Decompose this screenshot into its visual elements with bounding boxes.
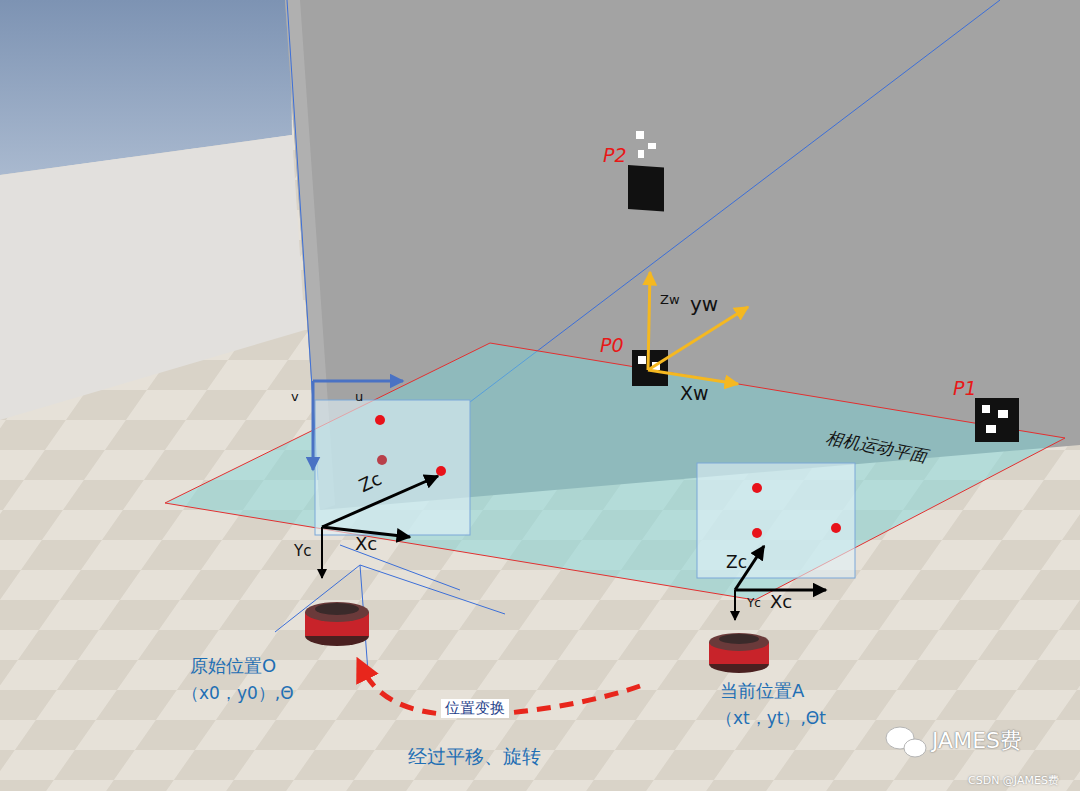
axis-label: Xc (770, 592, 792, 613)
note-label: 经过平移、旋转 (408, 746, 541, 768)
transform-label: 位置变换 (441, 699, 509, 718)
position-label: （x0，y0）,Θ (182, 684, 294, 704)
axis-label: Yc (294, 543, 311, 560)
marker-label: P2 (603, 145, 627, 167)
axis-label: Zc (726, 553, 747, 573)
plane-label: 相机运动平面 (824, 428, 928, 467)
position-label: 当前位置A (720, 681, 804, 702)
axis-label: Zw (660, 293, 680, 308)
position-label: 原始位置O (190, 656, 276, 677)
marker-label: P0 (600, 335, 624, 357)
marker-label: P1 (953, 378, 977, 400)
axis-label: u (355, 390, 363, 405)
axis-label: Xw (680, 383, 709, 405)
axis-label: Xc (355, 534, 377, 555)
axis-label: yw (690, 293, 718, 316)
position-label: （xt，yt）,Θt (716, 709, 826, 729)
watermark: JAMES费 (932, 728, 1022, 753)
axis-label: Yc (747, 597, 761, 611)
watermark: CSDN @JAMES费 (968, 775, 1059, 788)
axis-label: v (291, 390, 299, 405)
axis-label: Zc (356, 469, 385, 497)
